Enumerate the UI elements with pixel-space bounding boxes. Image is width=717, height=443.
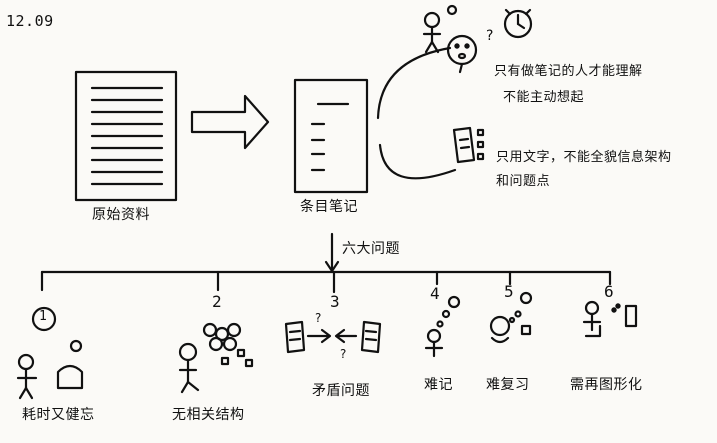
big-arrow-icon [190, 94, 270, 150]
problem-number-5: 5 [504, 282, 514, 301]
source-material-label: 原始资料 [92, 207, 150, 223]
problem-2b-text: 和问题点 [496, 174, 551, 189]
thinking-figure-icon [422, 4, 458, 54]
problem-1-text: 只有做笔记的人才能理解 [494, 64, 643, 79]
problem-label-1: 耗时又健忘 [22, 407, 95, 423]
problem-label-5: 难复习 [486, 377, 530, 393]
problem-number-1: 1 [39, 309, 47, 324]
review-person-icon [489, 291, 533, 344]
problem-1b-text: 不能主动想起 [503, 90, 585, 105]
drawing-person-icon [582, 300, 638, 338]
arc-upper [376, 46, 452, 120]
question-mark-1: ? [486, 28, 493, 44]
problem-number-2: 2 [212, 292, 222, 311]
confused-face-icon [446, 34, 478, 74]
conflicting-documents-icon [284, 320, 382, 354]
problem-label-3: 矛盾问题 [312, 383, 370, 399]
date-label: 12.09 [6, 12, 54, 30]
number-1-circle [31, 306, 57, 332]
item-notes-label: 条目笔记 [300, 199, 358, 215]
problem-number-4: 4 [430, 284, 440, 303]
problem-number-6: 6 [604, 282, 614, 301]
alarm-clock-icon [503, 8, 533, 39]
question-mark-3: ? [340, 347, 346, 361]
source-document-icon [74, 70, 178, 202]
question-mark-2: ? [315, 311, 321, 325]
tired-person-icon [16, 339, 84, 400]
arc-lower [378, 143, 457, 180]
six-problems-label: 六大问题 [342, 241, 400, 257]
problem-label-2: 无相关结构 [172, 407, 245, 423]
problem-number-3: 3 [330, 292, 340, 311]
confused-structure-icon [178, 322, 254, 394]
item-notes-document-icon [293, 78, 369, 194]
problem-label-6: 需再图形化 [570, 377, 643, 393]
forgetful-person-icon [424, 295, 461, 358]
trunk-arrow-icon [324, 232, 340, 273]
paper-text-icon [452, 126, 485, 164]
problem-2-text: 只用文字，不能全貌信息架构 [496, 150, 672, 165]
problem-label-4: 难记 [424, 377, 453, 393]
